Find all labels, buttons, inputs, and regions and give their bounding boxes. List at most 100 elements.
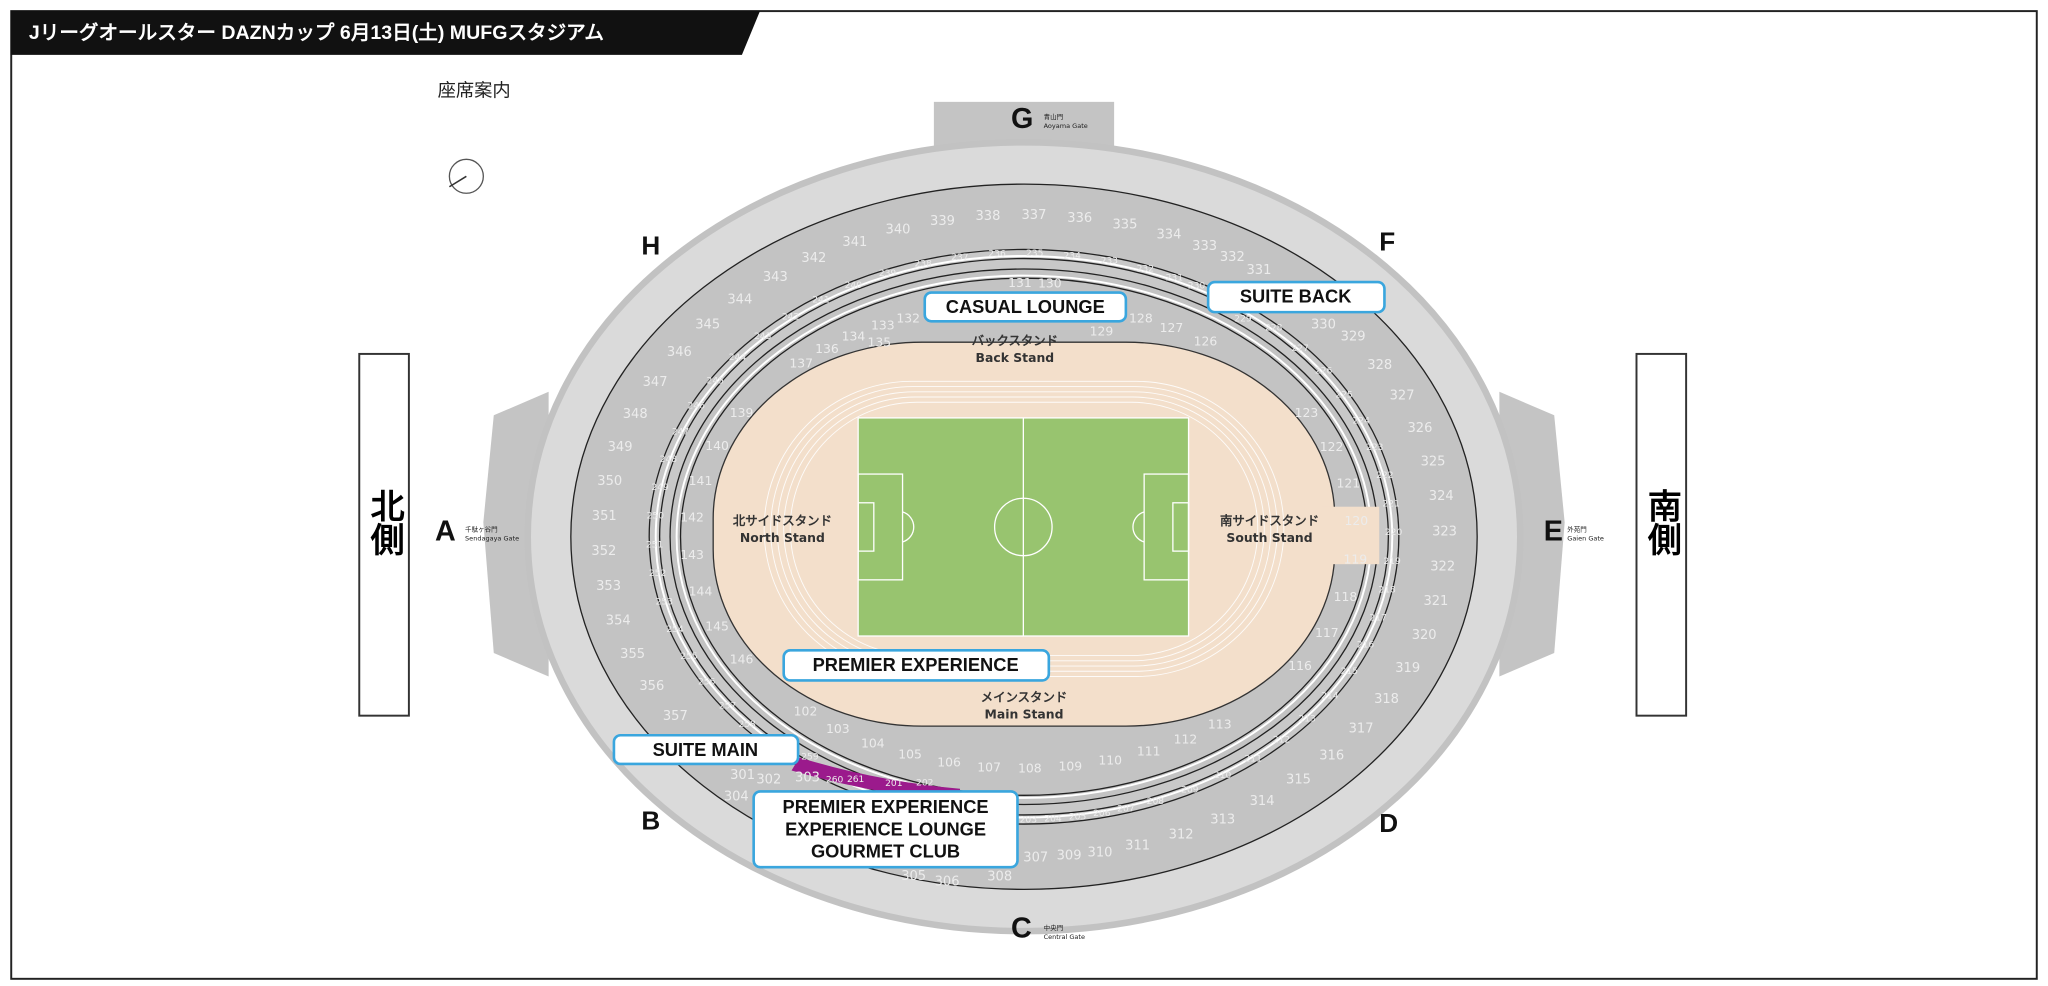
casual-lounge-label[interactable]: CASUAL LOUNGE [923,291,1128,323]
section-334[interactable]: 334 [1157,228,1182,243]
section-326[interactable]: 326 [1408,421,1433,436]
section-353[interactable]: 353 [596,579,621,594]
section-234[interactable]: 234 [1063,251,1081,261]
section-203[interactable]: 203 [1020,816,1038,826]
section-109[interactable]: 109 [1059,758,1083,773]
section-105[interactable]: 105 [898,747,922,762]
section-240[interactable]: 240 [845,281,863,291]
section-329[interactable]: 329 [1341,329,1366,344]
section-302[interactable]: 302 [756,772,781,787]
section-224[interactable]: 224 [1352,416,1370,426]
section-349[interactable]: 349 [608,440,633,455]
section-339[interactable]: 339 [930,214,955,229]
section-253[interactable]: 253 [656,598,674,608]
section-344[interactable]: 344 [727,292,752,307]
section-244[interactable]: 244 [729,353,747,363]
section-127[interactable]: 127 [1160,320,1184,335]
section-135[interactable]: 135 [867,334,891,349]
section-332[interactable]: 332 [1220,250,1245,265]
section-258[interactable]: 258 [738,720,756,730]
section-213[interactable]: 213 [1298,714,1316,724]
section-229[interactable]: 229 [1234,315,1252,325]
section-218[interactable]: 218 [1378,586,1396,596]
section-134[interactable]: 134 [842,329,866,344]
section-128[interactable]: 128 [1129,311,1153,326]
section-130[interactable]: 130 [1038,276,1062,291]
section-307[interactable]: 307 [1023,850,1048,865]
section-119[interactable]: 119 [1343,551,1367,566]
section-319[interactable]: 319 [1395,661,1420,676]
section-208[interactable]: 208 [1147,797,1165,807]
section-123[interactable]: 123 [1295,405,1319,420]
section-320[interactable]: 320 [1412,628,1437,643]
section-341[interactable]: 341 [842,235,867,250]
section-335[interactable]: 335 [1112,217,1137,232]
section-255[interactable]: 255 [680,652,698,662]
section-137[interactable]: 137 [789,355,813,370]
section-259[interactable]: 259 [801,753,819,763]
section-317[interactable]: 317 [1349,721,1374,736]
section-215[interactable]: 215 [1341,667,1359,677]
section-322[interactable]: 322 [1430,559,1455,574]
section-343[interactable]: 343 [763,270,788,285]
section-103[interactable]: 103 [826,721,850,736]
section-236[interactable]: 236 [988,250,1006,260]
section-136[interactable]: 136 [815,341,839,356]
section-225[interactable]: 225 [1335,391,1353,401]
section-146[interactable]: 146 [730,651,754,666]
section-324[interactable]: 324 [1429,489,1454,504]
section-223[interactable]: 223 [1366,443,1384,453]
section-201[interactable]: 201 [885,779,902,789]
section-204[interactable]: 204 [1044,815,1062,825]
section-351[interactable]: 351 [592,509,617,524]
section-104[interactable]: 104 [861,735,885,750]
section-118[interactable]: 118 [1334,589,1358,604]
section-144[interactable]: 144 [689,583,713,598]
section-231[interactable]: 231 [1166,273,1183,283]
section-323[interactable]: 323 [1432,524,1457,539]
section-345[interactable]: 345 [695,318,720,333]
section-202[interactable]: 202 [916,779,933,789]
section-354[interactable]: 354 [606,613,631,628]
section-309[interactable]: 309 [1057,849,1082,864]
section-116[interactable]: 116 [1288,658,1312,673]
section-117[interactable]: 117 [1315,625,1339,640]
section-248[interactable]: 248 [660,455,678,465]
section-318[interactable]: 318 [1374,692,1399,707]
section-230[interactable]: 230 [1188,282,1206,292]
section-330[interactable]: 330 [1311,318,1336,333]
section-336[interactable]: 336 [1067,211,1092,226]
section-254[interactable]: 254 [666,625,684,635]
section-235[interactable]: 235 [1026,249,1044,259]
section-217[interactable]: 217 [1369,613,1387,623]
section-308[interactable]: 308 [987,869,1012,884]
section-352[interactable]: 352 [591,544,616,559]
section-216[interactable]: 216 [1357,641,1375,651]
section-246[interactable]: 246 [687,401,705,411]
section-327[interactable]: 327 [1390,389,1415,404]
section-126[interactable]: 126 [1194,333,1218,348]
section-205[interactable]: 205 [1069,813,1087,823]
section-142[interactable]: 142 [680,510,704,525]
section-238[interactable]: 238 [914,260,932,270]
section-252[interactable]: 252 [649,569,666,579]
section-133[interactable]: 133 [871,318,895,333]
section-356[interactable]: 356 [639,679,664,694]
premier-hospitality-label[interactable]: PREMIER EXPERIENCE EXPERIENCE LOUNGE GOU… [752,790,1019,869]
section-219[interactable]: 219 [1383,557,1401,567]
section-107[interactable]: 107 [977,759,1001,774]
section-261[interactable]: 261 [847,775,864,785]
section-106[interactable]: 106 [937,755,961,770]
section-331[interactable]: 331 [1246,263,1271,278]
section-209[interactable]: 209 [1181,785,1199,795]
suite-back-label[interactable]: SUITE BACK [1206,280,1386,314]
section-340[interactable]: 340 [886,223,911,238]
section-347[interactable]: 347 [643,375,668,390]
section-129[interactable]: 129 [1090,324,1114,339]
section-348[interactable]: 348 [623,407,648,422]
section-249[interactable]: 249 [651,483,669,493]
section-141[interactable]: 141 [689,473,713,488]
section-241[interactable]: 241 [812,295,829,305]
section-257[interactable]: 257 [719,702,737,712]
section-207[interactable]: 207 [1117,805,1135,815]
